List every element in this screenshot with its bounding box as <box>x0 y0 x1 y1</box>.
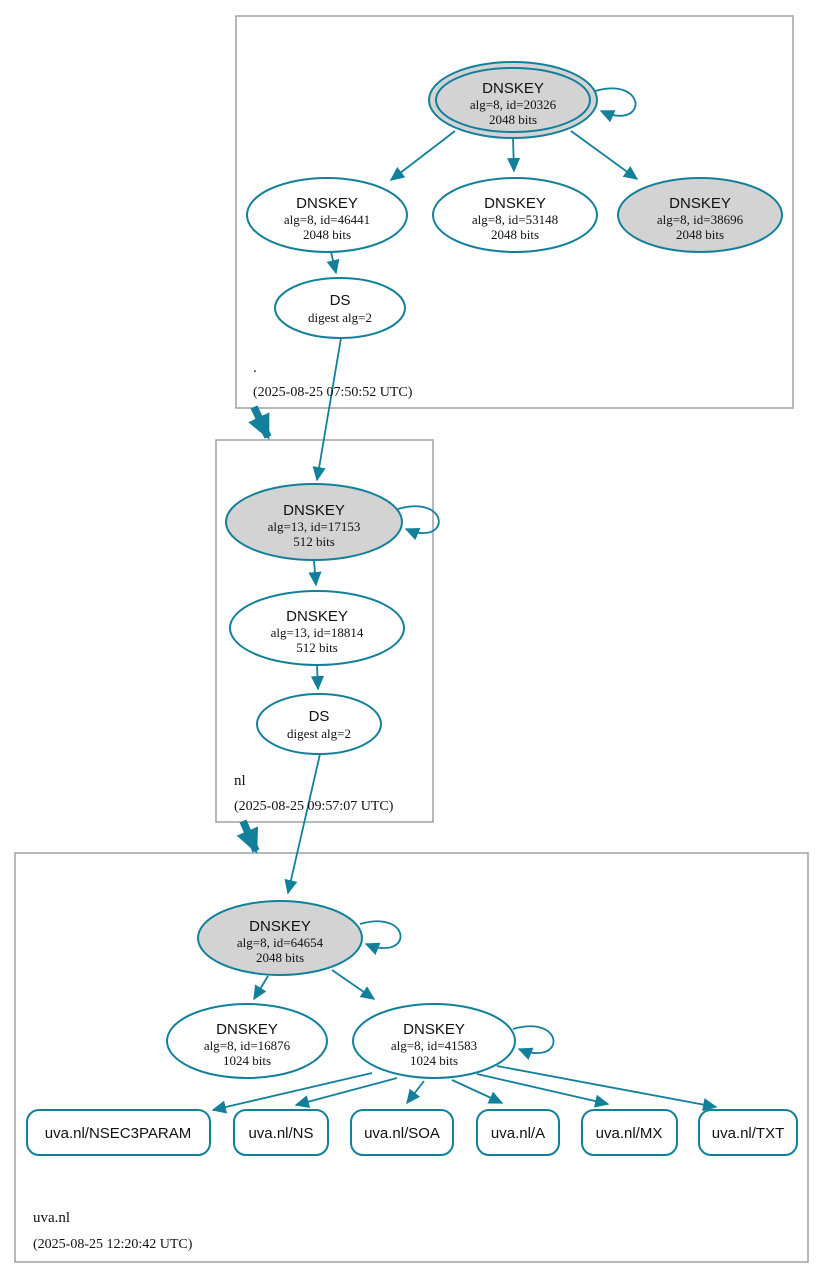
node-title: DNSKEY <box>484 195 546 212</box>
node-bits: 2048 bits <box>676 227 724 242</box>
node-title: DNSKEY <box>286 608 348 625</box>
node-title: DS <box>309 708 330 725</box>
node-detail: alg=8, id=64654 <box>237 935 324 950</box>
node-bits: 1024 bits <box>410 1053 458 1068</box>
zone-box-root <box>235 15 794 409</box>
node-title: DNSKEY <box>249 918 311 935</box>
node-title: DNSKEY <box>216 1021 278 1038</box>
node-dnskey-53148[interactable]: DNSKEY alg=8, id=53148 2048 bits <box>432 177 598 253</box>
edge-root-zone-to-nl-zone <box>248 405 272 440</box>
edge-nl-ksk-selfloop <box>397 505 440 541</box>
edge-uva-zsk2-to-txt <box>496 1065 718 1112</box>
node-rrset-mx[interactable]: uva.nl/MX <box>581 1109 678 1156</box>
node-title: DNSKEY <box>403 1021 465 1038</box>
node-detail: alg=8, id=41583 <box>391 1038 477 1053</box>
edge-uva-zsk2-selfloop <box>512 1025 555 1060</box>
edge-uva-ksk-to-zsk2 <box>331 969 376 1000</box>
node-title: DNSKEY <box>296 195 358 212</box>
zone-name-root: . <box>253 360 257 376</box>
node-detail: alg=13, id=17153 <box>268 519 361 534</box>
node-detail: alg=8, id=16876 <box>204 1038 291 1053</box>
node-rrset-soa[interactable]: uva.nl/SOA <box>350 1109 454 1156</box>
edge-uva-zsk2-to-mx <box>476 1073 610 1108</box>
edge-uva-zsk2-to-ns <box>294 1077 398 1109</box>
rrset-label: uva.nl/SOA <box>364 1125 440 1142</box>
zone-timestamp-root: (2025-08-25 07:50:52 UTC) <box>253 385 413 400</box>
edge-root-ds-to-nl-ksk <box>312 337 342 482</box>
node-bits: 2048 bits <box>489 112 537 127</box>
node-title: DNSKEY <box>283 502 345 519</box>
node-bits: 2048 bits <box>491 227 539 242</box>
rrset-label: uva.nl/A <box>491 1125 545 1142</box>
node-rrset-ns[interactable]: uva.nl/NS <box>233 1109 329 1156</box>
zone-name-uva: uva.nl <box>33 1210 70 1226</box>
node-dnskey-41583[interactable]: DNSKEY alg=8, id=41583 1024 bits <box>352 1003 516 1079</box>
edge-uva-ksk-selfloop <box>359 920 402 955</box>
node-detail: alg=13, id=18814 <box>271 625 364 640</box>
zone-timestamp-nl: (2025-08-25 09:57:07 UTC) <box>234 799 394 814</box>
zone-timestamp-uva: (2025-08-25 12:20:42 UTC) <box>33 1237 193 1252</box>
node-dnskey-18814[interactable]: DNSKEY alg=13, id=18814 512 bits <box>229 590 405 666</box>
node-rrset-txt[interactable]: uva.nl/TXT <box>698 1109 798 1156</box>
node-dnskey-38696[interactable]: DNSKEY alg=8, id=38696 2048 bits <box>617 177 783 253</box>
node-bits: 1024 bits <box>223 1053 271 1068</box>
edge-nl-zsk-to-ds <box>310 664 325 691</box>
node-rrset-nsec3param[interactable]: uva.nl/NSEC3PARAM <box>26 1109 211 1156</box>
rrset-label: uva.nl/NS <box>248 1125 313 1142</box>
node-rrset-a[interactable]: uva.nl/A <box>476 1109 560 1156</box>
node-title: DS <box>330 292 351 309</box>
edge-nl-ds-to-uva-ksk <box>284 753 321 895</box>
node-detail: alg=8, id=38696 <box>657 212 744 227</box>
node-dnskey-46441[interactable]: DNSKEY alg=8, id=46441 2048 bits <box>246 177 408 253</box>
edge-uva-zsk2-to-soa <box>406 1080 425 1105</box>
node-dnskey-16876[interactable]: DNSKEY alg=8, id=16876 1024 bits <box>166 1003 328 1079</box>
edge-nl-zone-to-uva-zone <box>236 819 260 854</box>
edge-nl-ksk-to-zsk <box>308 560 322 587</box>
node-detail: digest alg=2 <box>287 726 351 741</box>
edge-root-ksk-to-zsk2 <box>507 137 521 173</box>
edge-root-zsk1-to-ds <box>326 251 340 275</box>
node-dnskey-17153[interactable]: DNSKEY alg=13, id=17153 512 bits <box>225 483 403 561</box>
edge-uva-zsk2-to-a <box>451 1079 504 1104</box>
edge-root-ksk-to-zsk1 <box>389 130 456 181</box>
node-dnskey-20326[interactable]: DNSKEY alg=8, id=20326 2048 bits <box>428 61 598 139</box>
node-detail: alg=8, id=46441 <box>284 212 370 227</box>
edge-uva-zsk2-to-nsec3param <box>211 1072 373 1114</box>
rrset-label: uva.nl/TXT <box>712 1125 785 1142</box>
node-title: DNSKEY <box>669 195 731 212</box>
node-detail: alg=8, id=20326 <box>470 97 557 112</box>
node-detail: digest alg=2 <box>308 310 372 325</box>
node-bits: 2048 bits <box>303 227 351 242</box>
node-bits: 2048 bits <box>256 950 304 965</box>
rrset-label: uva.nl/MX <box>596 1125 663 1142</box>
node-ds-nl[interactable]: DS digest alg=2 <box>256 693 382 755</box>
zone-box-uva-nl <box>14 852 809 1263</box>
node-title: DNSKEY <box>482 80 544 97</box>
edge-root-ksk-to-zsk3 <box>570 130 639 180</box>
edge-uva-ksk-to-zsk1 <box>253 975 269 1001</box>
node-detail: alg=8, id=53148 <box>472 212 558 227</box>
edge-root-ksk-selfloop <box>594 87 637 123</box>
node-bits: 512 bits <box>296 640 338 655</box>
rrset-label: uva.nl/NSEC3PARAM <box>45 1125 191 1142</box>
node-bits: 512 bits <box>293 534 335 549</box>
node-dnskey-64654[interactable]: DNSKEY alg=8, id=64654 2048 bits <box>197 900 363 976</box>
zone-name-nl: nl <box>234 773 246 789</box>
node-ds-root[interactable]: DS digest alg=2 <box>274 277 406 339</box>
